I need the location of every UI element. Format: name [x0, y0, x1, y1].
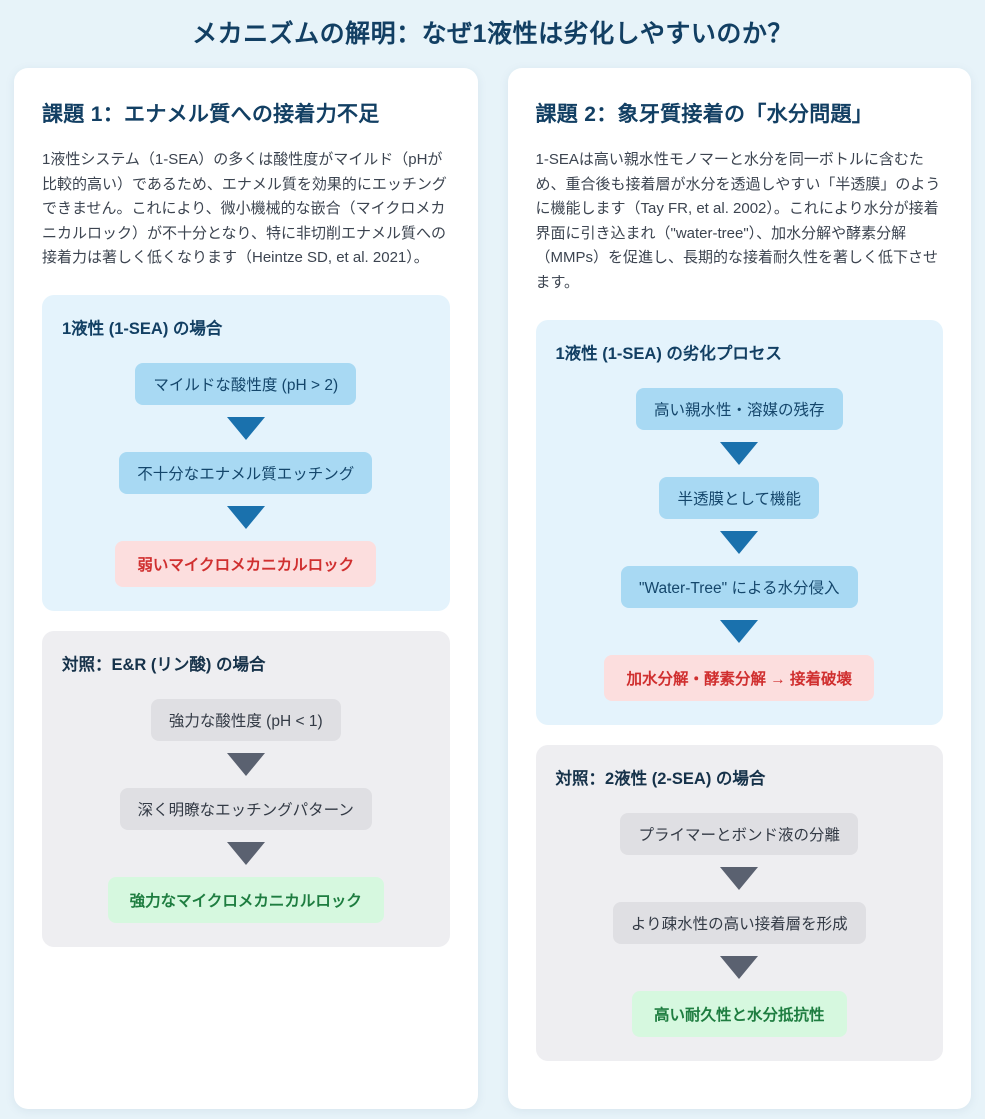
- flow-step: マイルドな酸性度 (pH > 2): [135, 362, 357, 405]
- page-title: メカニズムの解明：なぜ1液性は劣化しやすいのか？: [192, 20, 793, 48]
- flow-step: 高い親水性・溶媒の残存: [635, 387, 843, 430]
- card-enamel-adhesion: 課題 1：エナメル質への接着力不足 1液性システム（1-SEA）の多くは酸性度が…: [14, 68, 478, 1109]
- flow-panel-1sea-case: 1液性 (1-SEA) の場合 マイルドな酸性度 (pH > 2) 不十分なエナ…: [42, 294, 450, 611]
- flow-diagram: 高い親水性・溶媒の残存 半透膜として機能 "Water-Tree" による水分侵…: [556, 376, 924, 701]
- card-paragraph: 1-SEAは高い親水性モノマーと水分を同一ボトルに含むため、重合後も接着層が水分…: [535, 151, 941, 291]
- card-heading: 課題 2：象牙質接着の「水分問題」: [535, 103, 874, 126]
- flow-step-positive-outcome: 高い耐久性と水分抵抗性: [631, 990, 847, 1037]
- down-arrow-icon: [226, 505, 265, 529]
- flow-step-positive-outcome: 強力なマイクロメカニカルロック: [107, 876, 384, 923]
- down-arrow-icon: [226, 841, 265, 865]
- flow-panel-er-contrast: 対照：E&R (リン酸) の場合 強力な酸性度 (pH < 1) 深く明瞭なエッ…: [42, 630, 450, 947]
- down-arrow-icon: [226, 416, 265, 440]
- flow-diagram: プライマーとボンド液の分離 より疎水性の高い接着層を形成 高い耐久性と水分抵抗性: [556, 801, 924, 1037]
- card-paragraph: 1液性システム（1-SEA）の多くは酸性度がマイルド（pHが比較的高い）であるた…: [42, 151, 447, 267]
- down-arrow-icon: [226, 752, 265, 776]
- down-arrow-icon: [720, 955, 759, 979]
- flow-panel-title: 1液性 (1-SEA) の場合: [62, 319, 223, 338]
- flow-step-negative-outcome: 弱いマイクロメカニカルロック: [115, 540, 377, 587]
- flow-diagram: マイルドな酸性度 (pH > 2) 不十分なエナメル質エッチング 弱いマイクロメ…: [62, 351, 430, 587]
- card-dentin-moisture: 課題 2：象牙質接着の「水分問題」 1-SEAは高い親水性モノマーと水分を同一ボ…: [507, 68, 971, 1109]
- flow-panel-1sea-degradation: 1液性 (1-SEA) の劣化プロセス 高い親水性・溶媒の残存 半透膜として機能…: [535, 319, 943, 725]
- cards-row: 課題 1：エナメル質への接着力不足 1液性システム（1-SEA）の多くは酸性度が…: [0, 54, 985, 1119]
- flow-panel-title: 対照：E&R (リン酸) の場合: [62, 655, 266, 674]
- flow-step: 深く明瞭なエッチングパターン: [119, 787, 372, 830]
- flow-step: プライマーとボンド液の分離: [620, 812, 858, 855]
- flow-step: 半透膜として機能: [659, 476, 820, 519]
- flow-step: より疎水性の高い接着層を形成: [612, 901, 866, 944]
- down-arrow-icon: [720, 441, 759, 465]
- down-arrow-icon: [720, 619, 759, 643]
- flow-step: 強力な酸性度 (pH < 1): [150, 698, 341, 741]
- flow-step: "Water-Tree" による水分侵入: [620, 565, 858, 608]
- flow-panel-2sea-contrast: 対照：2液性 (2-SEA) の場合 プライマーとボンド液の分離 より疎水性の高…: [535, 744, 943, 1061]
- flow-step-negative-outcome: 加水分解・酵素分解 → 接着破壊: [604, 654, 875, 701]
- flow-diagram: 強力な酸性度 (pH < 1) 深く明瞭なエッチングパターン 強力なマイクロメカ…: [62, 687, 430, 923]
- flow-panel-title: 対照：2液性 (2-SEA) の場合: [555, 769, 766, 788]
- card-heading: 課題 1：エナメル質への接着力不足: [42, 103, 380, 126]
- down-arrow-icon: [720, 530, 759, 554]
- flow-panel-title: 1液性 (1-SEA) の劣化プロセス: [555, 344, 782, 363]
- down-arrow-icon: [720, 866, 759, 890]
- flow-step: 不十分なエナメル質エッチング: [119, 451, 373, 494]
